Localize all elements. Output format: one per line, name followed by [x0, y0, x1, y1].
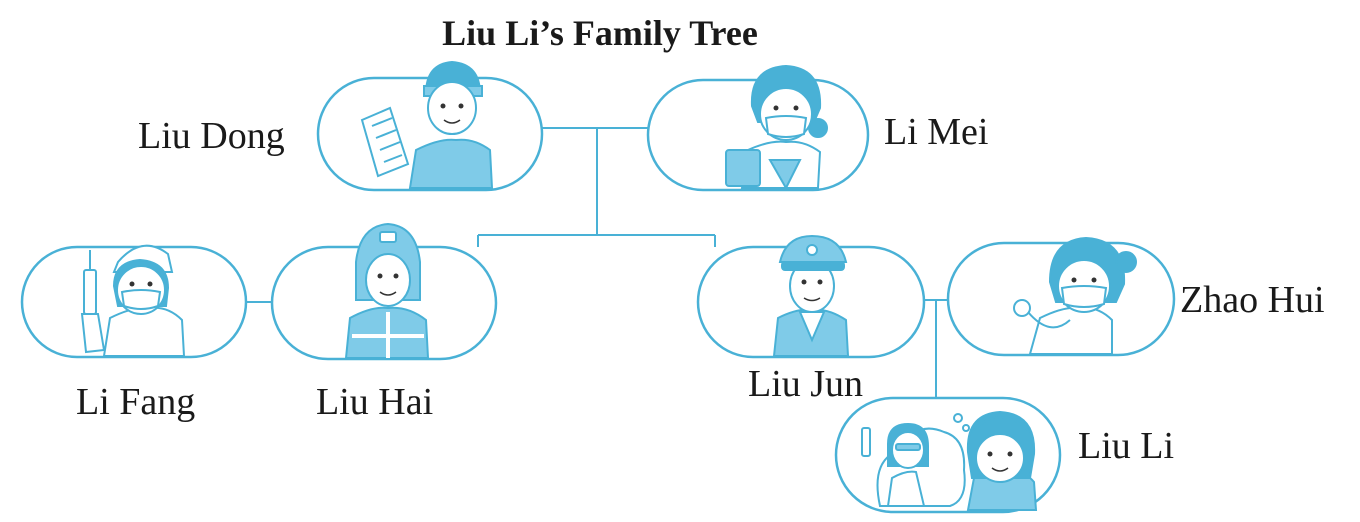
- firefighter-icon: [344, 222, 430, 359]
- node-liu-jun: [696, 234, 926, 359]
- node-li-mei: [646, 64, 870, 192]
- node-li-fang: [20, 244, 248, 359]
- label-zhao-hui: Zhao Hui: [1180, 279, 1325, 321]
- label-liu-jun: Liu Jun: [748, 363, 864, 405]
- diagram-title: Liu Li’s Family Tree: [442, 13, 758, 53]
- label-li-mei: Li Mei: [884, 111, 989, 153]
- doctor-with-folder-icon: [725, 64, 828, 191]
- node-liu-dong: [316, 60, 544, 192]
- label-liu-dong: Liu Dong: [138, 115, 285, 157]
- girl-dreaming-scientist-icon: [861, 410, 1038, 511]
- label-li-fang: Li Fang: [76, 381, 196, 423]
- label-liu-li: Liu Li: [1078, 425, 1175, 467]
- node-zhao-hui: [946, 236, 1176, 357]
- node-liu-li: [834, 396, 1062, 514]
- connector-lines: [246, 127, 948, 398]
- farmer-with-document-icon: [360, 60, 494, 189]
- police-officer-icon: [772, 234, 850, 357]
- label-liu-hai: Liu Hai: [316, 381, 434, 423]
- doctor-with-stethoscope-icon: [1013, 236, 1137, 355]
- node-liu-hai: [270, 222, 498, 361]
- nurse-with-syringe-icon: [80, 244, 186, 357]
